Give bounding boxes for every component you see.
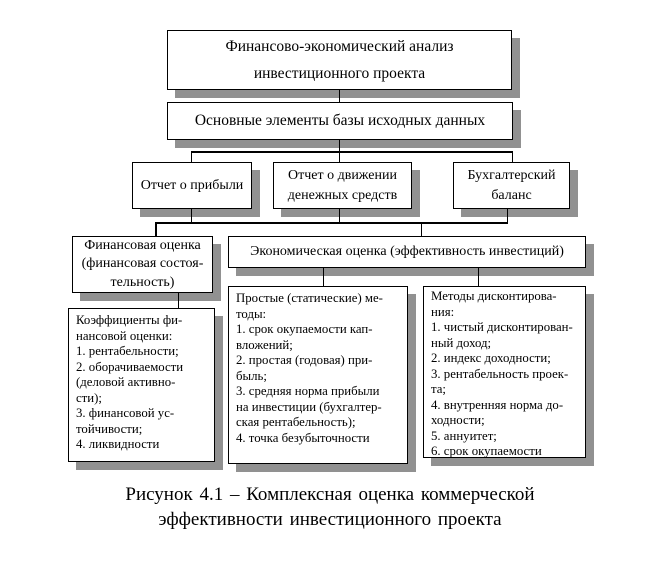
text-line: 3. рентабельность проек- xyxy=(431,366,569,381)
text-line: ния: xyxy=(431,304,455,319)
text-line: на инвестиции (бухгалтер- xyxy=(236,399,382,414)
connector-profit-to-bus2 xyxy=(190,209,192,223)
connector-finassess-to-ratios xyxy=(177,293,179,309)
text-line: 2. оборачиваемости xyxy=(76,359,184,374)
text-line: (финансовая состоя- xyxy=(81,256,204,272)
text-line: Простые (статические) ме- xyxy=(236,291,383,305)
connector-bus2-to-econassess xyxy=(420,222,422,237)
text-line: 1. срок окупаемости кап- xyxy=(236,322,373,336)
caption-line: эффективности инвестиционного проекта xyxy=(158,509,502,530)
text-line: 3. средняя норма прибыли xyxy=(236,384,380,398)
text-line: Коэффициенты фи- xyxy=(76,313,183,327)
connector-bus1-to-cashflow xyxy=(338,151,340,163)
connector-bus1 xyxy=(191,151,513,153)
text-line: тойчивости; xyxy=(76,421,143,436)
node-financial-ratios-list: Коэффициенты фи- нансовой оценки: 1. рен… xyxy=(68,308,215,462)
text-line: Методы дисконтирова- xyxy=(431,289,557,303)
node-cash-flow-report: Отчет о движении денежных средств xyxy=(273,162,412,209)
text-line: 3. финансовой ус- xyxy=(76,406,175,420)
text-line: та; xyxy=(431,382,446,396)
node-balance-sheet: Бухгалтерский баланс xyxy=(453,162,570,209)
connector-bus1-to-balance xyxy=(511,151,513,163)
node-profit-report: Отчет о прибыли xyxy=(132,162,252,209)
connector-econassess-to-discount xyxy=(477,268,479,287)
connector-bus2 xyxy=(155,222,508,224)
text-line: 6. срок окупаемости xyxy=(431,444,542,458)
text-line: (деловой активно- xyxy=(76,375,176,389)
text-line: 5. аннуитет; xyxy=(431,428,497,443)
text-line: 1. чистый дисконтирован- xyxy=(431,320,573,334)
text-line: баланс xyxy=(491,187,532,203)
text-line: 2. простая (годовая) при- xyxy=(236,353,373,367)
connector-base-to-bus1 xyxy=(338,140,340,152)
connector-balance-to-bus2 xyxy=(506,209,508,223)
caption-line: Рисунок 4.1 – Комплексная оценка коммерч… xyxy=(125,484,535,505)
connector-bus2-to-finassess xyxy=(155,222,157,237)
text-line: Бухгалтерский xyxy=(467,167,556,183)
text-line: Отчет о движении xyxy=(287,167,397,183)
connector-analysis-to-base xyxy=(338,90,340,103)
figure-caption: Рисунок 4.1 – Комплексная оценка коммерч… xyxy=(10,482,647,532)
text-line: 1. рентабельности; xyxy=(76,344,179,358)
text-line: 2. индекс доходности; xyxy=(431,351,551,365)
node-static-methods-list: Простые (статические) ме- тоды: 1. срок … xyxy=(228,286,408,464)
text-line: 4. ликвидности xyxy=(76,437,160,451)
text-line: Отчет о прибыли xyxy=(140,177,244,193)
text-line: Финансово-экономический анализ xyxy=(225,38,454,55)
text-line: сти); xyxy=(76,390,102,405)
text-line: тоды: xyxy=(236,306,267,321)
text-line: быль; xyxy=(236,368,267,383)
connector-bus1-to-profit xyxy=(190,151,192,163)
text-line: денежных средств xyxy=(287,187,398,203)
text-line: вложений; xyxy=(236,337,293,352)
text-line: Экономическая оценка (эффективность инве… xyxy=(250,244,564,259)
text-line: тельность) xyxy=(110,274,175,290)
connector-cashflow-to-bus2 xyxy=(338,209,340,223)
text-line: нансовой оценки: xyxy=(76,328,173,343)
node-financial-assessment: Финансовая оценка (финансовая состоя- те… xyxy=(72,236,213,293)
text-line: Финансовая оценка xyxy=(84,237,201,253)
text-line: Основные элементы базы исходных данных xyxy=(194,112,486,129)
node-source-data-elements: Основные элементы базы исходных данных xyxy=(167,102,513,140)
node-discounting-methods-list: Методы дисконтирова- ния: 1. чистый диск… xyxy=(423,286,586,458)
text-line: инвестиционного проекта xyxy=(253,65,426,82)
text-line: 4. внутренняя норма до- xyxy=(431,397,564,412)
connector-econassess-to-static xyxy=(322,268,324,287)
node-economic-assessment: Экономическая оценка (эффективность инве… xyxy=(228,236,586,268)
node-financial-economic-analysis: Финансово-экономический анализ инвестици… xyxy=(167,30,512,90)
text-line: ская рентабельность); xyxy=(236,415,356,429)
text-line: ходности; xyxy=(431,413,485,427)
text-line: 4. точка безубыточности xyxy=(236,430,370,445)
text-line: ный доход; xyxy=(431,335,492,350)
